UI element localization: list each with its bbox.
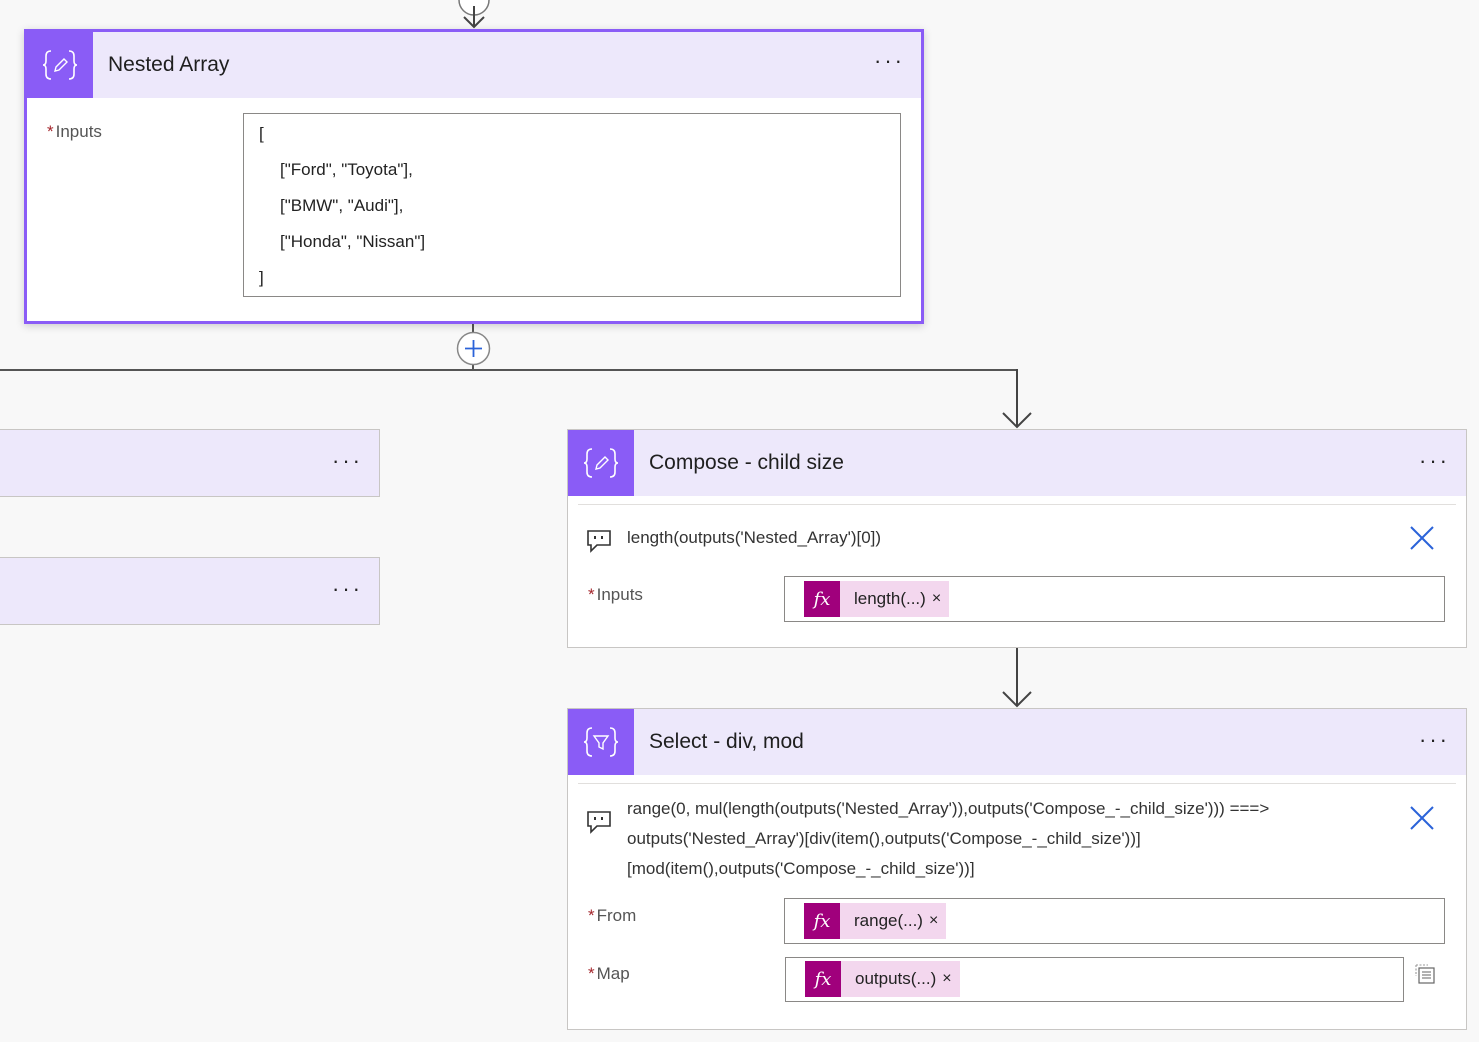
- select-icon: [568, 709, 634, 775]
- map-label: *Map: [588, 964, 630, 983]
- from-field[interactable]: fx range(...) ×: [784, 898, 1445, 944]
- more-options-button[interactable]: ···: [1419, 727, 1450, 752]
- inputs-label: *Inputs: [588, 585, 643, 604]
- json-line: ["Ford", "Toyota"],: [280, 160, 413, 179]
- inputs-label: *Inputs: [47, 122, 102, 141]
- inputs-field[interactable]: [ ["Ford", "Toyota"], ["BMW", "Audi"], […: [243, 113, 901, 297]
- compose-child-size-card[interactable]: Compose - child size ··· length(outputs(…: [567, 429, 1467, 648]
- required-mark: *: [588, 906, 595, 925]
- comment-icon[interactable]: [586, 810, 612, 834]
- required-mark: *: [588, 964, 595, 983]
- arrow-to-select: [1002, 648, 1032, 708]
- json-line: ["Honda", "Nissan"]: [280, 232, 426, 251]
- fx-icon: fx: [805, 961, 841, 997]
- expression-token[interactable]: fx outputs(...) ×: [805, 961, 960, 997]
- switch-map-mode-icon[interactable]: [1414, 962, 1438, 986]
- more-options-button[interactable]: ···: [874, 48, 905, 73]
- divider: [578, 504, 1456, 505]
- nested-array-header[interactable]: Nested Array: [27, 32, 921, 98]
- left-branch-card-1[interactable]: ···: [0, 429, 380, 497]
- token-label: outputs(...): [855, 969, 937, 988]
- comment-line: outputs('Nested_Array')[div(item(),outpu…: [627, 829, 1141, 848]
- token-label: range(...): [854, 911, 923, 930]
- branch-line: [0, 369, 1018, 371]
- close-icon[interactable]: [1409, 805, 1435, 831]
- add-step-icon: [456, 331, 491, 366]
- card-title[interactable]: Select - div, mod: [649, 730, 804, 753]
- required-mark: *: [47, 122, 54, 141]
- top-connector: [458, 0, 490, 29]
- card-title[interactable]: Compose - child size: [649, 451, 844, 474]
- expression-token[interactable]: fx length(...) ×: [804, 581, 950, 617]
- required-mark: *: [588, 585, 595, 604]
- nested-array-card[interactable]: Nested Array ··· *Inputs [ ["Ford", "Toy…: [24, 29, 924, 324]
- json-line: [: [259, 124, 264, 143]
- card-title[interactable]: Nested Array: [108, 53, 230, 76]
- compose-child-size-header[interactable]: Compose - child size: [568, 430, 1466, 496]
- arrow-to-compose: [1002, 369, 1032, 429]
- remove-token-button[interactable]: ×: [928, 912, 939, 929]
- more-options-button[interactable]: ···: [332, 576, 363, 601]
- compose-icon: [27, 32, 93, 98]
- expression-token[interactable]: fx range(...) ×: [804, 903, 947, 939]
- comment-icon[interactable]: [586, 529, 612, 553]
- left-branch-card-2[interactable]: ···: [0, 557, 380, 625]
- select-div-mod-card[interactable]: Select - div, mod ··· range(0, mul(lengt…: [567, 708, 1467, 1030]
- token-label: length(...): [854, 589, 926, 608]
- from-label: *From: [588, 906, 637, 925]
- comment-text[interactable]: range(0, mul(length(outputs('Nested_Arra…: [627, 794, 1347, 884]
- comment-line: [mod(item(),outputs('Compose_-_child_siz…: [627, 859, 975, 878]
- json-line: ["BMW", "Audi"],: [280, 196, 404, 215]
- inputs-field[interactable]: fx length(...) ×: [784, 576, 1445, 622]
- json-line: ]: [259, 268, 264, 287]
- remove-token-button[interactable]: ×: [942, 970, 952, 987]
- remove-token-button[interactable]: ×: [931, 590, 942, 607]
- more-options-button[interactable]: ···: [332, 448, 363, 473]
- map-field[interactable]: fx outputs(...) ×: [785, 957, 1404, 1002]
- fx-icon: fx: [804, 581, 840, 617]
- compose-icon: [568, 430, 634, 496]
- divider: [578, 783, 1456, 784]
- comment-line: range(0, mul(length(outputs('Nested_Arra…: [627, 799, 1270, 818]
- comment-text[interactable]: length(outputs('Nested_Array')[0]): [627, 528, 882, 547]
- more-options-button[interactable]: ···: [1419, 448, 1450, 473]
- add-step-button[interactable]: [456, 331, 491, 366]
- close-icon[interactable]: [1409, 525, 1435, 551]
- select-div-mod-header[interactable]: Select - div, mod: [568, 709, 1466, 775]
- fx-icon: fx: [804, 903, 840, 939]
